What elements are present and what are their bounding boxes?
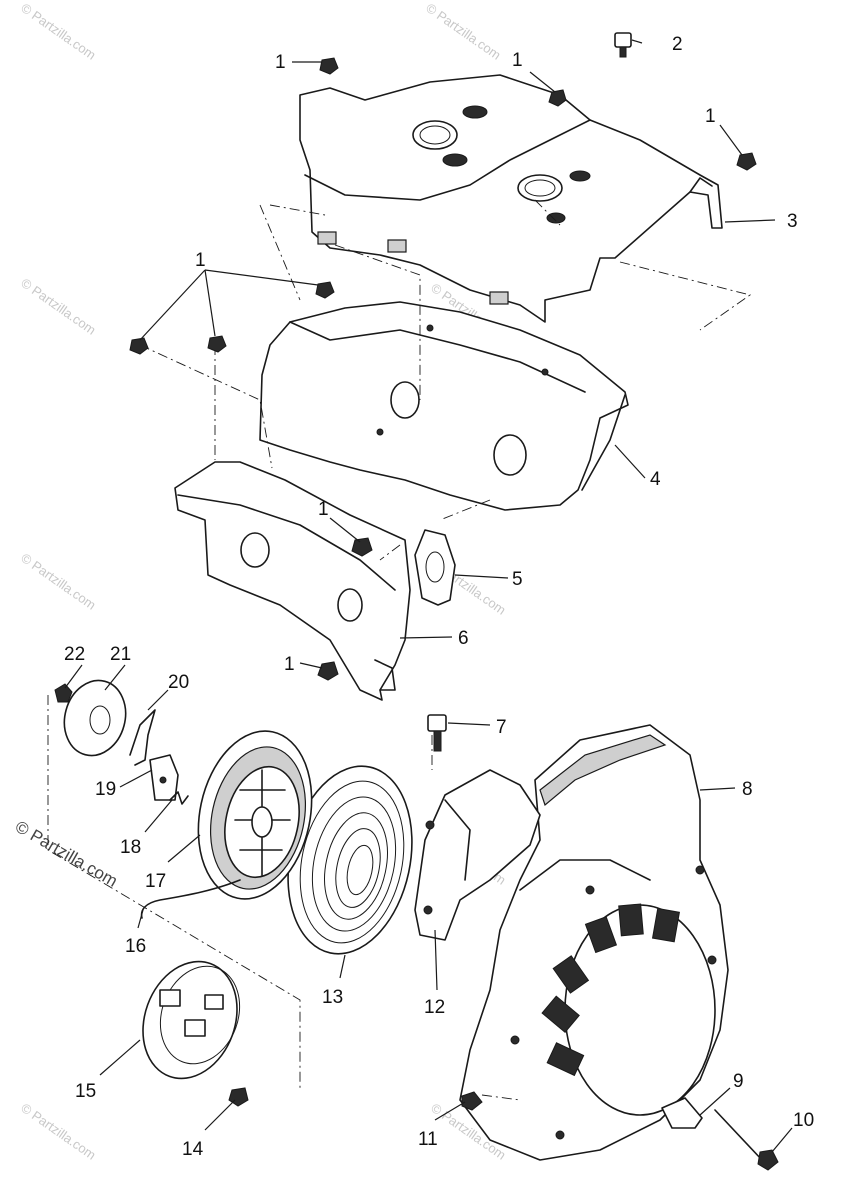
bolt-part-2 — [614, 32, 632, 58]
screw-part-1 — [351, 537, 373, 557]
callout-21: 21 — [110, 644, 131, 665]
bolt-part-7 — [427, 714, 447, 752]
assembly-lines-top — [139, 199, 752, 561]
watermark: © Partzilla.com — [18, 1100, 98, 1163]
callout-5: 5 — [512, 569, 523, 590]
screw-part-1 — [129, 337, 149, 355]
handle-cup-part-15 — [142, 960, 241, 1080]
screw-part-1 — [319, 57, 339, 75]
top-shroud-part-3 — [299, 74, 723, 323]
callout-2: 2 — [672, 34, 683, 55]
callout-16: 16 — [125, 936, 146, 957]
callout-1: 1 — [318, 499, 329, 520]
callout-1: 1 — [705, 106, 716, 127]
friction-spring-part-20 — [129, 709, 156, 766]
callout-10: 10 — [793, 1110, 814, 1131]
screw-part-1 — [317, 661, 339, 681]
nut-part-22 — [54, 683, 73, 703]
bolt-part-10 — [714, 1109, 779, 1171]
callout-20: 20 — [168, 672, 189, 693]
callout-14: 14 — [182, 1139, 204, 1160]
callout-12: 12 — [424, 997, 445, 1018]
callout-15: 15 — [75, 1081, 96, 1102]
watermark-prominent: © Partzilla.com — [12, 817, 121, 891]
assembly-lines-bottom — [47, 695, 521, 1101]
callout-1: 1 — [275, 52, 286, 73]
watermark: © Partzilla.com — [18, 0, 98, 63]
ratchet-part-19 — [149, 754, 179, 801]
callout-1: 1 — [284, 654, 295, 675]
callout-4: 4 — [650, 469, 661, 490]
nut-part-9 — [661, 1097, 703, 1129]
callout-7: 7 — [496, 717, 507, 738]
gasket-part-5 — [414, 529, 456, 606]
bracket-part-12 — [414, 769, 541, 941]
callout-labels: 1 1 1 1 1 1 2 3 4 5 6 7 8 9 10 11 12 13 … — [64, 34, 814, 1160]
screw-part-1 — [207, 335, 227, 353]
fasteners — [129, 32, 779, 1171]
spring-part-18 — [169, 791, 189, 805]
callout-22: 22 — [64, 644, 85, 665]
callout-3: 3 — [787, 211, 798, 232]
screw-part-1 — [548, 89, 567, 107]
lower-shroud-part-4 — [259, 301, 629, 511]
callout-6: 6 — [458, 628, 469, 649]
callout-18: 18 — [120, 837, 141, 858]
callout-8: 8 — [742, 779, 753, 800]
callout-1: 1 — [512, 50, 523, 71]
callout-17: 17 — [145, 871, 166, 892]
callout-1: 1 — [195, 250, 206, 271]
screw-part-1 — [315, 281, 335, 299]
watermark: © Partzilla.com — [18, 275, 98, 338]
side-shroud-part-6 — [174, 461, 411, 701]
callout-11: 11 — [418, 1129, 438, 1150]
leader-lines — [64, 39, 793, 1153]
callout-9: 9 — [733, 1071, 744, 1092]
friction-plate-part-21 — [63, 679, 127, 757]
watermark: © Partzilla.com — [423, 0, 503, 63]
watermark: © Partzilla.com — [18, 550, 98, 613]
blower-housing-part-8 — [459, 724, 729, 1161]
callout-13: 13 — [322, 987, 343, 1008]
screw-part-1 — [736, 152, 757, 171]
callout-19: 19 — [95, 779, 116, 800]
recoil-pulley-part-17 — [197, 730, 313, 900]
